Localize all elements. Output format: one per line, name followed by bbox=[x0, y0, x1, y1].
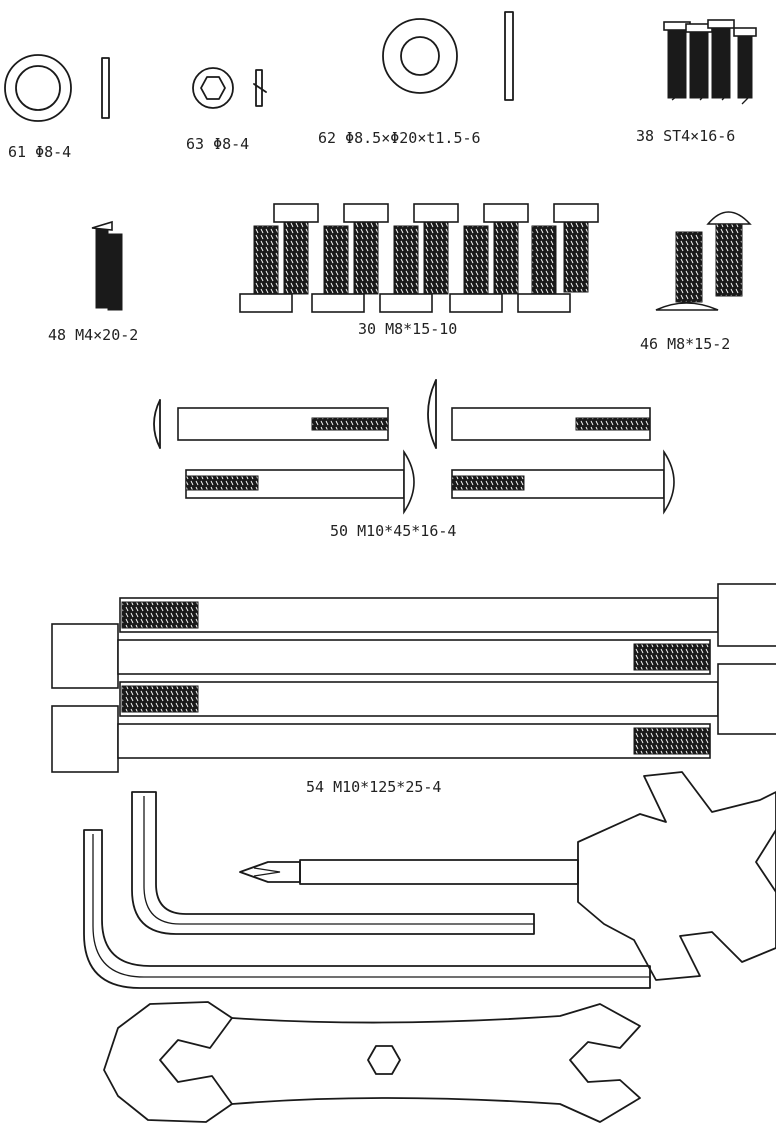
part-label-61: 61 Φ8-4 bbox=[8, 143, 71, 161]
hex-bolt-icon bbox=[239, 203, 599, 313]
large-washer-icon bbox=[382, 11, 514, 101]
allen-key-icon bbox=[83, 829, 651, 989]
part-label-54: 54 M10*125*25-4 bbox=[306, 778, 441, 796]
part-label-48: 48 M4×20-2 bbox=[48, 326, 138, 344]
button-head-bolt-icon bbox=[655, 211, 752, 311]
part-label-62: 62 Φ8.5×Φ20×t1.5-6 bbox=[318, 129, 481, 147]
spring-washer-icon bbox=[192, 67, 267, 109]
allen-key-icon bbox=[131, 791, 535, 935]
part-label-38: 38 ST4×16-6 bbox=[636, 127, 735, 145]
flat-washer-icon bbox=[4, 54, 110, 122]
part-label-46: 46 M8*15-2 bbox=[640, 335, 730, 353]
multi-wrench-icon bbox=[577, 771, 776, 981]
part-label-63: 63 Φ8-4 bbox=[186, 135, 249, 153]
part-label-30: 30 M8*15-10 bbox=[358, 320, 457, 338]
open-end-wrench-icon bbox=[103, 1001, 641, 1123]
screwdriver-icon bbox=[239, 859, 579, 885]
machine-screw-icon bbox=[91, 220, 123, 311]
self-tapping-screw-icon bbox=[663, 19, 757, 105]
long-bolt-icon bbox=[153, 379, 675, 515]
socket-head-bolt-icon bbox=[51, 583, 776, 773]
part-label-50: 50 M10*45*16-4 bbox=[330, 522, 456, 540]
